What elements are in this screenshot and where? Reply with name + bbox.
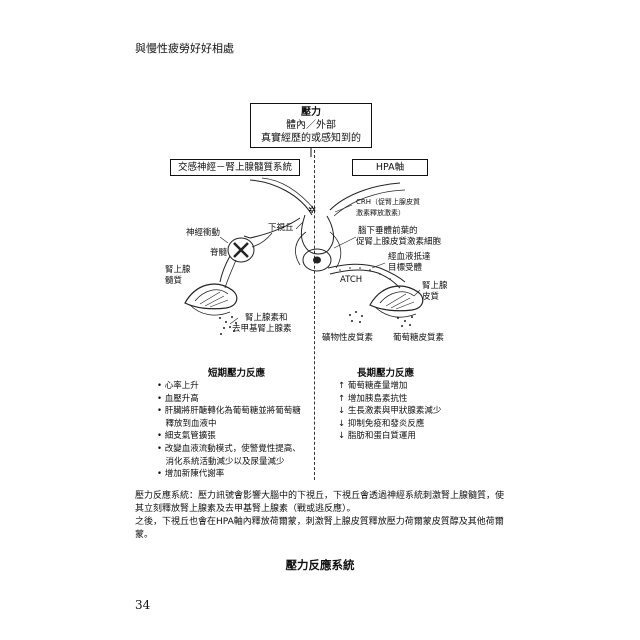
stress-box: 壓力 體內／外部 真實經歷的或感知到的	[250, 103, 372, 148]
pituitary-gland	[300, 214, 335, 255]
list-item: ↓ 抑制免疫和發炎反應	[338, 418, 425, 429]
list-item: 消化系統活動減少以及尿量減少	[157, 456, 285, 467]
sam-system-box: 交感神經－腎上腺髓質系統	[170, 159, 300, 176]
long-term-list: ↑ 葡萄糖產量增加 ↑ 增加胰島素抗性 ↓ 生長激素與甲狀腺素減少 ↓ 抑制免疫…	[338, 380, 441, 443]
adrenal-medulla-label-1: 腎上腺	[165, 265, 191, 275]
pituitary-label-2: 促腎上腺皮質激素細胞	[356, 237, 442, 247]
adrenal-medulla-icon	[184, 283, 238, 316]
adrenal-cortex-icon	[369, 285, 424, 318]
adrenal-cortex-label-1: 腎上腺	[422, 281, 448, 291]
list-item: 釋放到血液中	[157, 418, 217, 429]
page-number: 34	[135, 598, 151, 612]
stress-line-2: 真實經歷的或感知到的	[261, 133, 361, 144]
list-item: ↑ 葡萄糖產量增加	[338, 381, 408, 391]
list-item: • 心率上升	[157, 381, 199, 391]
epinephrine-label-2: 去甲基腎上腺素	[232, 324, 292, 334]
figure-caption: 壓力反應系統	[285, 558, 355, 572]
blood-vessel	[327, 263, 406, 283]
stress-line-1: 體內／外部	[286, 120, 336, 131]
hpa-axis-box: HPA軸	[352, 159, 428, 176]
running-header: 與慢性疲勞好好相處	[135, 42, 234, 55]
short-term-list: • 心率上升 • 血壓升高 • 肝臟將肝醣轉化為葡萄糖並將葡萄糖 釋放到血液中 …	[157, 380, 301, 481]
crh-label: CRH（促腎上腺皮質	[356, 198, 421, 206]
adrenal-medulla-label-2: 髓質	[165, 276, 183, 286]
atch-label: ATCH	[340, 275, 363, 285]
stress-title: 壓力	[301, 107, 321, 118]
list-item: • 肝臟將肝醣轉化為葡萄糖並將葡萄糖	[157, 406, 301, 417]
list-item: • 細支氣管擴張	[157, 431, 216, 442]
pituitary-label-1: 腦下垂體前葉的	[358, 226, 418, 236]
crh-label-2: 激素釋放激素）	[356, 209, 405, 217]
adrenal-cortex-label-2: 皮質	[422, 292, 440, 302]
list-item: • 增加新陳代謝率	[157, 469, 225, 480]
list-item: • 改變血液流動模式，使警覺性提高、	[157, 443, 301, 454]
list-item: ↓ 生長激素與甲狀腺素減少	[338, 406, 442, 417]
nerve-impulse-label: 神經衝動	[186, 228, 221, 238]
spinal-cord-label: 脊髓	[210, 248, 228, 258]
list-item: ↑ 增加胰島素抗性	[338, 393, 408, 404]
short-term-title: 短期壓力反應	[208, 368, 266, 379]
blood-label-1: 經血液抵達	[388, 252, 431, 262]
description-paragraph-2: 之後，下視丘也會在HPA軸內釋放荷爾蒙，刺激腎上腺皮質釋放壓力荷爾蒙皮質醇及其他…	[135, 517, 504, 540]
list-item: ↓ 脂肪和蛋白質運用	[338, 431, 416, 442]
description-paragraph-1: 壓力反應系統：壓力訊號會影響大腦中的下視丘，下視丘會透過神經系統刺激腎上腺髓質，…	[135, 491, 505, 514]
long-term-title: 長期壓力反應	[357, 368, 415, 379]
brain-outline	[249, 179, 313, 216]
mineralocorticoids-label: 礦物性皮質素	[322, 333, 374, 343]
spinal-cord-icon	[227, 232, 273, 263]
glucocorticoids-label: 葡萄糖皮質素	[393, 333, 445, 343]
list-item: • 血壓升高	[157, 393, 199, 404]
hypothalamus-label: 下視丘	[268, 223, 294, 233]
blood-label-2: 目標受體	[388, 263, 423, 273]
center-divider	[314, 150, 315, 480]
figure-description: 壓力反應系統：壓力訊號會影響大腦中的下視丘，下視丘會透過神經系統刺激腎上腺髓質，…	[135, 490, 510, 542]
hypothalamus-star-icon: ✲	[308, 205, 316, 216]
epinephrine-label-1: 腎上腺素和	[245, 313, 288, 323]
